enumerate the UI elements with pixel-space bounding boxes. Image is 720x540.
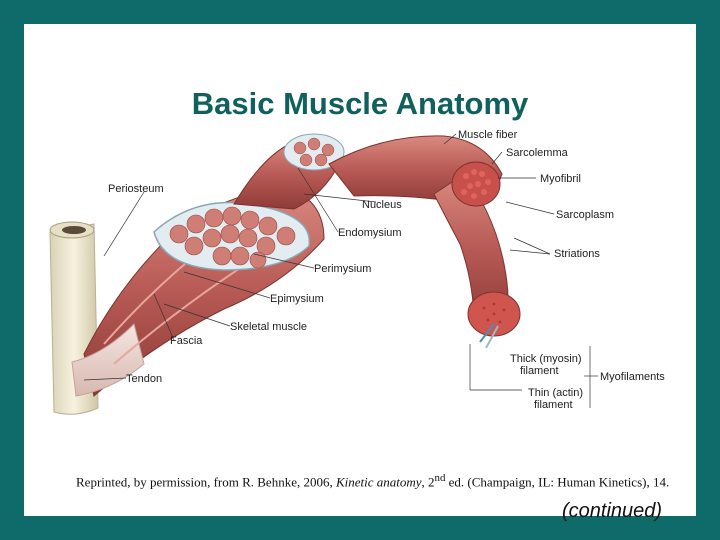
label-tendon: Tendon bbox=[126, 373, 162, 385]
credit-prefix: Reprinted, by permission, from R. Behnke… bbox=[76, 474, 336, 490]
continued-note: (continued) bbox=[562, 500, 663, 522]
label-thin-filament-2: filament bbox=[534, 399, 573, 411]
label-thick-filament-1: Thick (myosin) bbox=[510, 353, 582, 365]
label-nucleus: Nucleus bbox=[362, 199, 402, 211]
figure-credit: Reprinted, by permission, from R. Behnke… bbox=[76, 470, 706, 490]
slide: Basic Muscle Anatomy bbox=[24, 24, 696, 522]
leader-lines bbox=[83, 133, 598, 408]
muscle-fiber bbox=[328, 135, 521, 349]
label-thick-filament-2: filament bbox=[520, 365, 559, 377]
label-skeletal-muscle: Skeletal muscle bbox=[230, 321, 307, 333]
label-endomysium: Endomysium bbox=[338, 227, 402, 239]
label-myofilaments: Myofilaments bbox=[600, 371, 665, 383]
label-sarcolemma: Sarcolemma bbox=[506, 147, 569, 159]
muscle-cross-section bbox=[153, 201, 311, 271]
fascicle bbox=[233, 133, 345, 210]
label-myofibril: Myofibril bbox=[540, 173, 581, 185]
label-sarcoplasm: Sarcoplasm bbox=[556, 209, 614, 221]
credit-suffix: ed. (Champaign, IL: Human Kinetics), 14. bbox=[445, 474, 670, 490]
label-muscle-fiber: Muscle fiber bbox=[458, 129, 518, 141]
credit-book-title: Kinetic anatomy bbox=[335, 474, 422, 490]
muscle-anatomy-illustration: Muscle fiber Sarcolemma Myofibril Perios… bbox=[49, 129, 665, 415]
label-perimysium: Perimysium bbox=[314, 263, 371, 275]
label-fascia: Fascia bbox=[170, 335, 203, 347]
label-striations: Striations bbox=[554, 248, 600, 260]
label-periosteum: Periosteum bbox=[108, 183, 164, 195]
figure-labels: Muscle fiber Sarcolemma Myofibril Perios… bbox=[108, 129, 665, 411]
credit-edition-suffix: nd bbox=[434, 472, 446, 484]
label-thin-filament-1: Thin (actin) bbox=[528, 387, 583, 399]
label-epimysium: Epimysium bbox=[270, 293, 324, 305]
credit-edition: , 2 bbox=[421, 474, 435, 490]
slide-title: Basic Muscle Anatomy bbox=[191, 86, 529, 121]
